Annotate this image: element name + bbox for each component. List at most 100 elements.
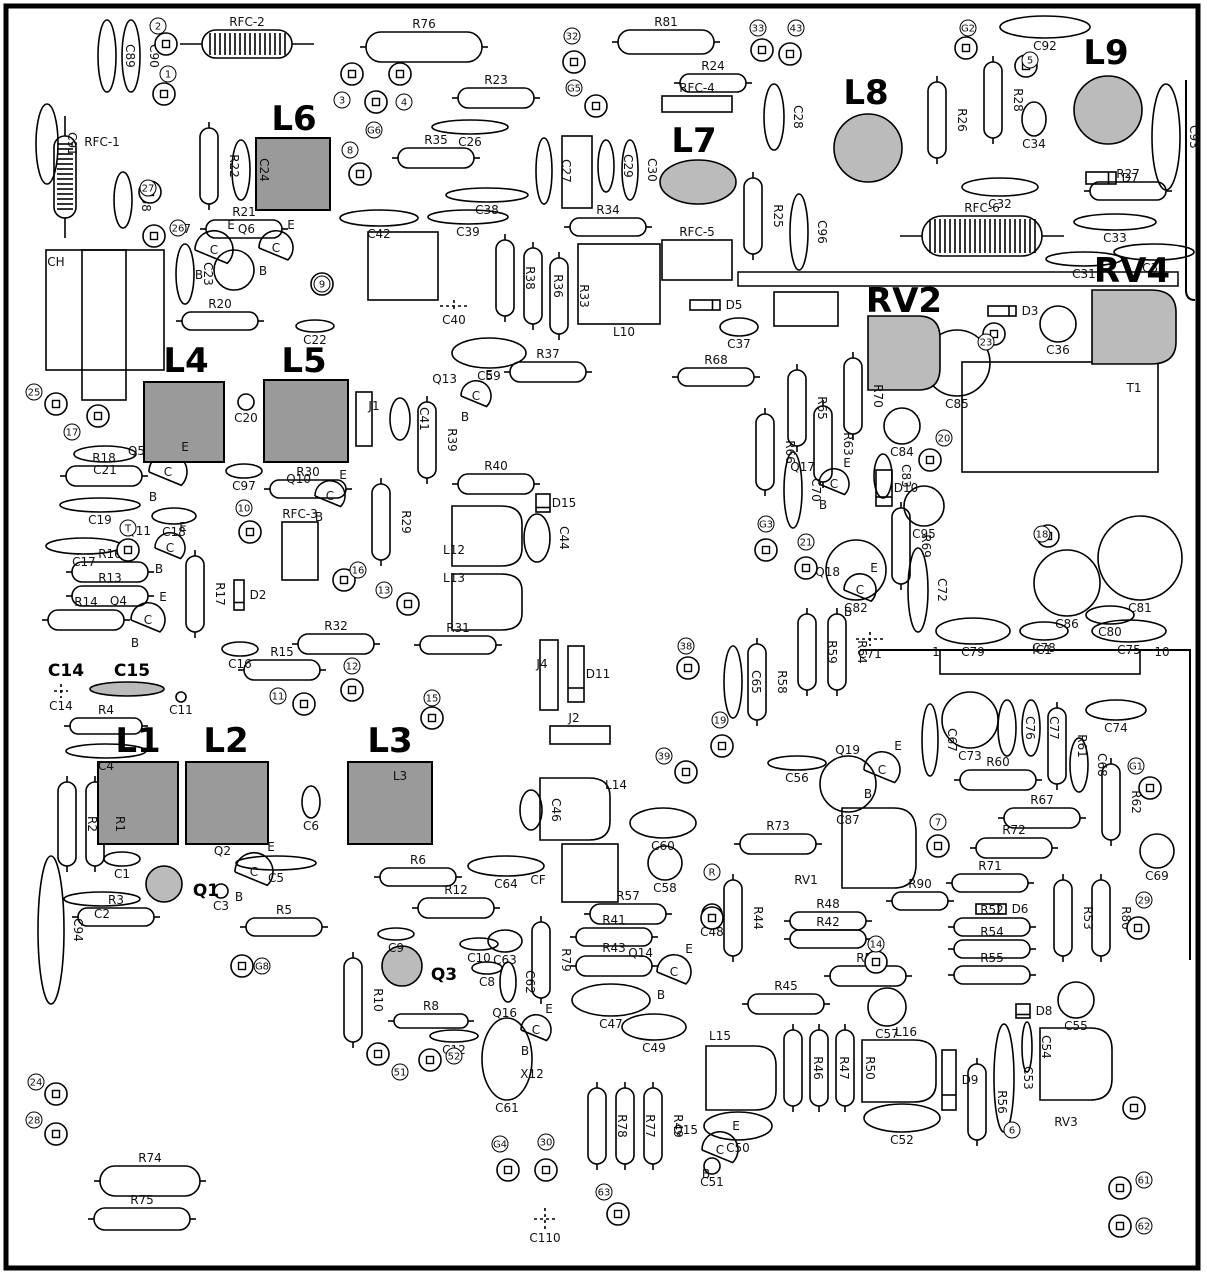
pin-collector-label: C (144, 613, 152, 627)
pad-label: 28 (28, 1116, 41, 1127)
pin-emitter-label: E (179, 520, 187, 534)
diode-d5 (689, 299, 721, 311)
diode-label: D7 (1122, 171, 1139, 185)
pad-label: 43 (790, 24, 803, 35)
capacitor-label: C81 (1128, 601, 1152, 615)
resistor-label: R78 (615, 1114, 629, 1138)
pad-label: 62 (1138, 1222, 1151, 1233)
pad-label: 51 (394, 1068, 407, 1079)
resistor-label: R20 (208, 297, 232, 311)
transistor-label: Q6 (238, 222, 255, 236)
transistor-q15 (701, 1131, 739, 1164)
capacitor-c55 (1057, 981, 1095, 1019)
resistor-r77 (615, 1082, 635, 1170)
pin-emitter-label: E (267, 840, 275, 854)
resistor-r38 (495, 234, 515, 322)
capacitor-label: C24 (257, 158, 271, 182)
capacitor-c39 (427, 209, 509, 225)
choke-rfc-2 (180, 29, 314, 59)
capacitor-c60 (629, 807, 697, 839)
capacitor-label: C73 (958, 749, 982, 763)
test-pad-16: 16 (332, 561, 367, 592)
part-rv3-body (1039, 1027, 1113, 1101)
resistor-r72 (970, 837, 1058, 859)
resistor-label: R55 (980, 951, 1004, 965)
capacitor-c12 (429, 1029, 479, 1043)
diode-d2 (233, 579, 245, 611)
resistor-label: R31 (446, 621, 470, 635)
resistor-r74 (94, 1165, 206, 1197)
resistor-r52 (948, 917, 1036, 937)
capacitor-label: C56 (785, 771, 809, 785)
pin-emitter-label: E (287, 218, 295, 232)
bold-label-c15: C15 (114, 661, 150, 681)
transistor-q16 (520, 1014, 552, 1042)
part-q9-body (773, 291, 839, 327)
transistor-q2 (234, 851, 274, 887)
pad-label: 4 (401, 98, 407, 109)
pad-label: 2 (155, 22, 161, 33)
capacitor-c11 (175, 691, 187, 703)
pin-emitter-label: E (545, 1002, 553, 1016)
resistor-r61 (1047, 702, 1067, 790)
pad-label: 12 (346, 662, 359, 673)
resistor-r50 (835, 1024, 855, 1112)
choke-rfc-1 (53, 116, 77, 238)
pin-base-label: B (131, 636, 139, 650)
pad-label: 27 (142, 184, 155, 195)
resistor-r32 (292, 633, 380, 655)
resistor-label: R48 (816, 897, 840, 911)
pad-label: G2 (961, 24, 975, 35)
part-ch-core (81, 249, 127, 401)
test-pad-23: 23 (977, 322, 1006, 351)
capacitor-label: C29 (621, 154, 635, 178)
resistor-r67 (998, 807, 1086, 829)
capacitor-label: C67 (945, 728, 959, 752)
resistor-r17 (185, 550, 205, 638)
capacitor-c77 (1021, 699, 1041, 757)
resistor-label: R10 (371, 988, 385, 1012)
resistor-label: R45 (774, 979, 798, 993)
pin-base-label: B (657, 988, 665, 1002)
pad-label: 63 (598, 1188, 611, 1199)
diode-label: D9 (962, 1073, 979, 1087)
pad-label: 23 (980, 338, 993, 349)
choke-rfc-6 (900, 215, 1064, 257)
part-l10-body (577, 243, 661, 325)
capacitor-c76 (997, 699, 1017, 757)
resistor-label: R71 (978, 859, 1002, 873)
test-pad-13: 13 (375, 581, 420, 616)
capacitor-label: C93 (1187, 125, 1201, 149)
capacitor-label: C71 (858, 647, 882, 661)
capacitor-c84 (883, 407, 921, 445)
test-pad-52: 52 (418, 1047, 463, 1072)
bold-label-l3: L3 (367, 721, 412, 761)
capacitor-c35 (1113, 243, 1195, 261)
capacitor-c69 (1139, 833, 1175, 869)
part-label-l16: L16 (895, 1025, 917, 1039)
capacitor-c88 (113, 171, 133, 229)
capacitor-label: C10 (467, 951, 491, 965)
capacitor-label: C52 (890, 1133, 914, 1147)
capacitor-c41 (389, 397, 411, 441)
pin-collector-label: C (472, 389, 480, 403)
capacitor-c70 (783, 451, 803, 529)
transistor-q6 (258, 229, 294, 261)
capacitor-c2 (63, 891, 141, 907)
test-pad-19: 19 (710, 711, 734, 758)
resistor-label: R59 (825, 640, 839, 664)
capacitor-c52 (863, 1103, 941, 1133)
capacitor-label: C41 (417, 407, 431, 431)
capacitor-label: C72 (935, 578, 949, 602)
capacitor-label: C60 (651, 839, 675, 853)
test-pad-g1: G1 (1127, 757, 1162, 800)
test-pad-28: 28 (25, 1111, 68, 1146)
pin-base-label: B (259, 264, 267, 278)
test-pad-43: 43 (778, 19, 805, 66)
capacitor-label: C28 (791, 105, 805, 129)
capacitor-label: C27 (559, 159, 573, 183)
resistor-r16 (66, 561, 154, 583)
capacitor-c64 (467, 855, 545, 877)
capacitor-label: C63 (493, 953, 517, 967)
resistor-label: R32 (324, 619, 348, 633)
